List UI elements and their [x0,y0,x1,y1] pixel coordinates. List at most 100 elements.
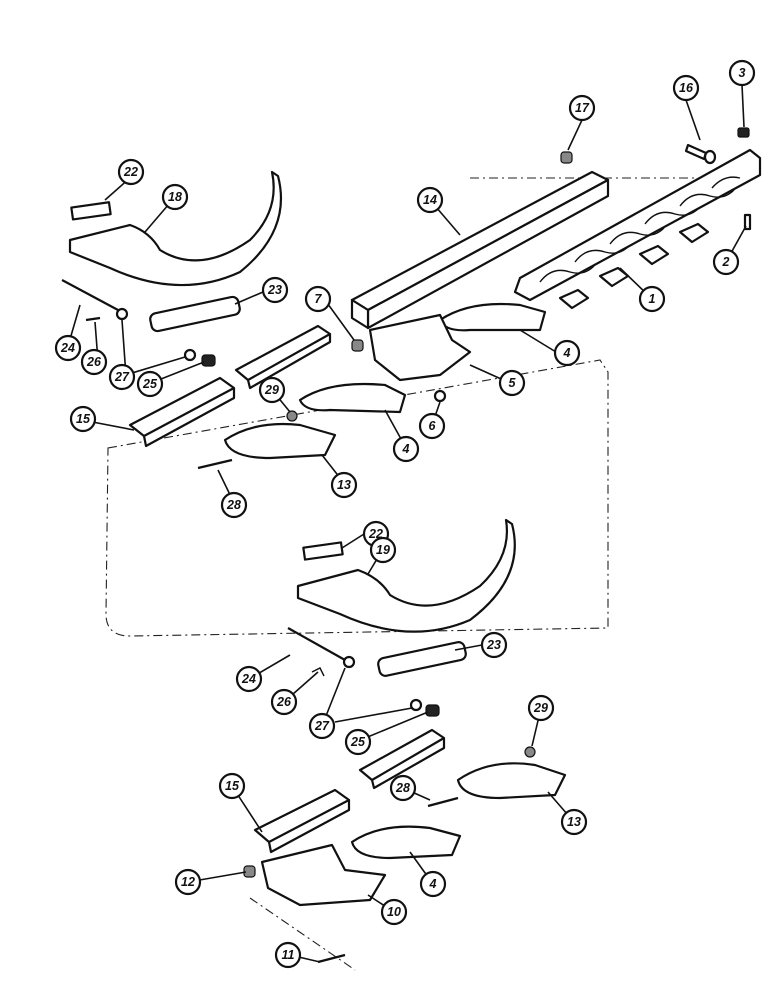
callout-24-upper: 24 [54,334,82,362]
svg-text:19: 19 [376,543,390,557]
svg-text:12: 12 [181,875,195,889]
callout-4-middle: 4 [392,435,420,463]
nut-7 [351,339,364,352]
curved-shield-19 [296,518,516,633]
assembly-boundary [105,359,609,637]
svg-text:25: 25 [142,377,158,391]
callout-13-upper: 13 [330,471,358,499]
svg-text:29: 29 [533,701,548,715]
tube-15-upper [128,376,236,448]
svg-text:22: 22 [123,165,138,179]
callout-23-lower: 23 [480,631,508,659]
mount-bracket-10 [260,843,387,907]
callout-26-upper: 26 [80,348,108,376]
svg-text:5: 5 [509,376,517,390]
svg-text:1: 1 [649,292,656,306]
guard-13-lower [456,762,567,800]
short-tube-lower [358,728,446,790]
guard-4-middle [298,382,407,414]
long-square-tube [350,170,610,330]
svg-text:23: 23 [267,283,282,297]
callout-15-lower: 15 [218,772,246,800]
callout-17: 17 [568,94,596,122]
callout-16: 16 [672,74,700,102]
svg-text:26: 26 [86,355,102,369]
guard-4-lower [350,825,462,860]
bolt-2 [743,213,752,231]
curved-shield-18 [68,170,283,287]
nut-29-lower [524,746,536,758]
plate-22-upper [70,201,112,221]
long-bolt-24-upper [61,279,119,311]
nut-12 [243,865,256,878]
centerline-bolt-11 [249,897,356,971]
svg-text:13: 13 [337,478,351,492]
link-23-upper [149,295,241,333]
svg-text:4: 4 [429,877,437,891]
link-23-lower [377,641,467,677]
callout-18: 18 [161,183,189,211]
guard-4-upper [438,302,547,332]
svg-text:3: 3 [739,66,746,80]
svg-text:29: 29 [264,383,279,397]
callout-15-upper: 15 [69,405,97,433]
svg-text:17: 17 [575,101,590,115]
svg-text:27: 27 [314,719,330,733]
callout-4-lower: 4 [419,870,447,898]
washer-27-lower [342,655,356,669]
pin-26-upper [85,316,101,322]
nut-3 [737,127,750,138]
guard-13-upper [223,422,337,460]
svg-text:4: 4 [402,442,410,456]
callout-2: 2 [712,248,740,276]
callout-12: 12 [174,868,202,896]
mount-bracket-5 [368,313,472,382]
callout-6: 6 [418,412,446,440]
washer-27-d [409,698,423,712]
svg-text:16: 16 [679,81,694,95]
svg-text:7: 7 [315,292,323,306]
pin-26-lower [311,667,325,677]
svg-text:27: 27 [114,370,130,384]
callout-3: 3 [728,59,756,87]
callout-13-lower: 13 [560,808,588,836]
callout-24-lower: 24 [235,665,263,693]
callout-26-lower: 26 [270,688,298,716]
callout-29-upper: 29 [258,376,286,404]
callout-14: 14 [416,186,444,214]
callout-28-upper: 28 [220,491,248,519]
tube-15-lower [253,788,351,854]
long-bolt-24-lower [287,627,346,661]
callout-11: 11 [274,941,302,969]
svg-text:15: 15 [225,779,240,793]
nut-17 [560,151,573,164]
bolt-28-lower [427,796,459,808]
svg-text:10: 10 [387,905,401,919]
svg-text:6: 6 [429,419,437,433]
svg-text:15: 15 [76,412,91,426]
svg-text:4: 4 [563,346,571,360]
nut-25-upper [201,354,216,367]
callout-4-upper: 4 [553,339,581,367]
callout-27-lower: 27 [308,712,336,740]
svg-text:23: 23 [486,638,501,652]
plate-22-lower [302,541,344,561]
svg-text:2: 2 [722,255,730,269]
callout-7: 7 [304,285,332,313]
svg-text:18: 18 [168,190,182,204]
callout-19: 19 [369,536,397,564]
callout-25-upper: 25 [136,370,164,398]
svg-text:11: 11 [282,948,295,962]
svg-text:28: 28 [395,781,410,795]
guard-bar-assembly [513,148,762,310]
callout-27-upper: 27 [108,363,136,391]
bolt-16 [684,143,717,165]
callout-5: 5 [498,369,526,397]
nut-29-upper [286,410,298,422]
washer-27-upper [115,307,129,321]
callout-28-lower: 28 [389,774,417,802]
bolt-6 [433,389,447,403]
nut-25-lower [425,704,440,717]
callout-1: 1 [638,285,666,313]
